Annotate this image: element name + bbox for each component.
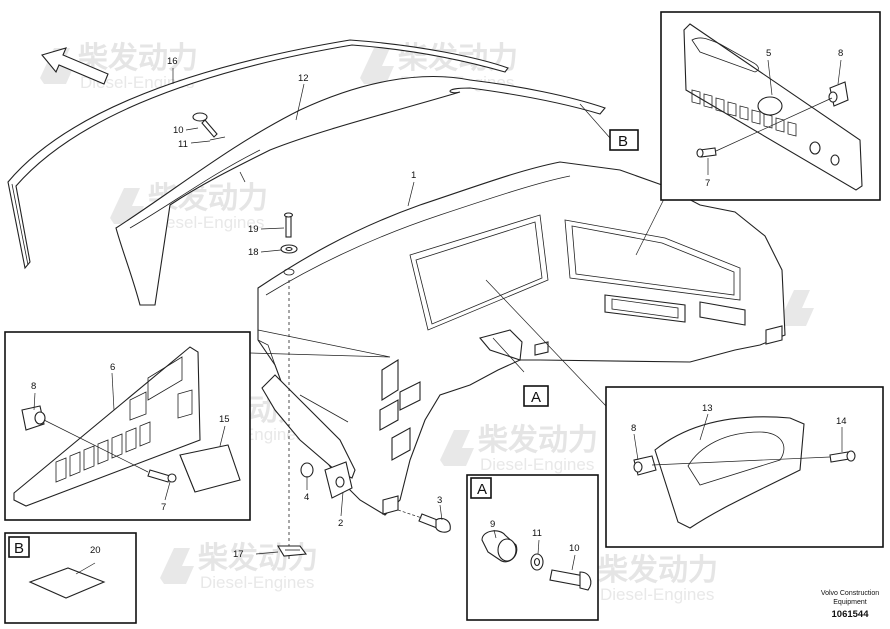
- label-11-box-a: 11: [532, 528, 542, 539]
- footer-line1: Volvo Construction: [821, 590, 879, 597]
- label-1: 1: [411, 170, 416, 181]
- label-20: 20: [90, 545, 101, 556]
- label-11: 11: [178, 139, 188, 150]
- label-4: 4: [304, 492, 309, 503]
- screw-3: [397, 509, 451, 533]
- dashboard-panel-1: [257, 161, 786, 516]
- label-7-top: 7: [705, 178, 710, 189]
- label-13: 13: [702, 403, 713, 414]
- footer-block: Volvo Construction Equipment 1061544: [821, 590, 879, 620]
- footer-line2: Equipment: [833, 599, 867, 606]
- watermark-sub: Diesel-Engines: [150, 213, 264, 232]
- label-leaders: [33, 59, 843, 575]
- callout-b-text: B: [618, 133, 628, 150]
- bolt-19-washer-18: [280, 212, 298, 560]
- label-6: 6: [110, 362, 115, 373]
- label-16: 16: [167, 56, 178, 67]
- label-10: 10: [173, 125, 184, 136]
- label-5: 5: [766, 48, 771, 59]
- watermark-brand: 柴发动力: [598, 553, 718, 588]
- box-a-title: A: [477, 481, 487, 498]
- label-10-box-a: 10: [569, 543, 580, 554]
- molding-12: [115, 75, 606, 306]
- label-17: 17: [233, 549, 244, 560]
- label-12: 12: [298, 73, 309, 84]
- clip-17: [277, 545, 308, 557]
- label-14: 14: [836, 416, 847, 427]
- detail-box-b-grille: [660, 11, 881, 201]
- bracket-2-pad-4: [300, 461, 353, 499]
- callout-a-text: A: [531, 389, 541, 406]
- direction-arrow-icon: [41, 47, 109, 85]
- label-8-right: 8: [631, 423, 636, 434]
- label-9: 9: [490, 519, 495, 530]
- watermark-sub: Diesel-Engines: [200, 573, 314, 592]
- watermark-brand: 柴发动力: [478, 423, 598, 458]
- label-18: 18: [248, 247, 259, 258]
- trim-strip-16: [7, 39, 509, 270]
- label-2: 2: [338, 518, 343, 529]
- detail-box-right-panel: [605, 386, 884, 548]
- label-3: 3: [437, 495, 442, 506]
- detail-box-b-sheet: B: [4, 532, 137, 624]
- label-8-left: 8: [31, 381, 36, 392]
- footer-number: 1061544: [832, 609, 870, 620]
- fastener-10-11: [192, 112, 226, 141]
- part-labels: 16 12 10 11 1 19 18 5 8 7 6 8 15 7 13 8 …: [31, 48, 847, 560]
- label-15: 15: [219, 414, 230, 425]
- callout-a-tag: [523, 385, 549, 407]
- label-8-top: 8: [838, 48, 843, 59]
- label-7-left: 7: [161, 502, 166, 513]
- watermark-sub: Diesel-Engines: [600, 585, 714, 604]
- label-19: 19: [248, 224, 259, 235]
- detail-box-a-fasteners: A: [466, 474, 599, 621]
- watermark-sub: Diesel-Engines: [480, 455, 594, 474]
- callout-b-tag: [609, 129, 639, 151]
- detail-box-left-grille: [4, 331, 251, 521]
- box-b-title: B: [14, 540, 24, 557]
